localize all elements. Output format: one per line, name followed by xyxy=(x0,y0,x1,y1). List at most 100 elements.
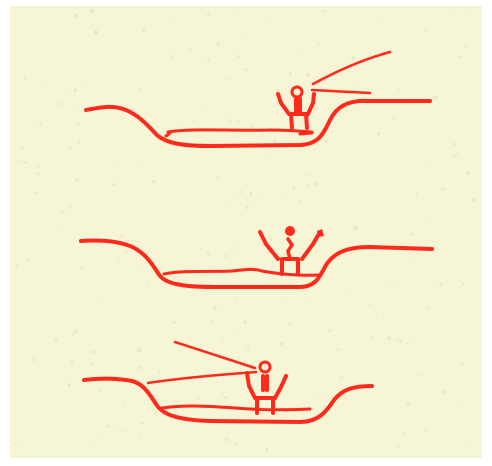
paper-speckle xyxy=(139,435,142,438)
paper-speckle xyxy=(24,77,27,80)
paper-speckle xyxy=(122,118,124,120)
paper-speckle xyxy=(216,176,219,179)
paper-speckle xyxy=(441,187,445,191)
paper-speckle xyxy=(466,171,470,175)
paper-speckle xyxy=(298,200,301,203)
paper-speckle xyxy=(285,302,288,305)
paper-speckle xyxy=(216,41,220,45)
paper-speckle xyxy=(340,247,342,249)
paper-speckle xyxy=(456,153,459,156)
paper-speckle xyxy=(106,425,109,428)
paper-speckle xyxy=(325,140,329,144)
paper-speckle xyxy=(459,55,462,58)
paper-speckle xyxy=(207,60,210,63)
paper-speckle xyxy=(123,401,126,404)
paper-speckle xyxy=(234,331,236,333)
paper-speckle xyxy=(424,29,427,32)
paper-speckle xyxy=(237,13,239,15)
paper-speckle xyxy=(305,73,309,77)
paper-speckle xyxy=(241,258,243,260)
paper-speckle xyxy=(375,317,377,319)
paper-speckle xyxy=(201,108,203,110)
paper-speckle xyxy=(309,300,311,302)
paper-speckle xyxy=(99,389,102,392)
paper-speckle xyxy=(37,173,40,176)
paper-speckle xyxy=(353,80,355,82)
paper-speckle xyxy=(239,191,242,194)
paper-speckle xyxy=(286,191,288,193)
paper-speckle xyxy=(426,215,428,217)
paper-speckle xyxy=(98,301,100,303)
paper-speckle xyxy=(343,309,344,310)
paper-speckle xyxy=(267,156,269,158)
paper-speckle xyxy=(346,293,348,295)
paper-speckle xyxy=(399,276,400,277)
paper-speckle xyxy=(32,357,36,361)
paper-speckle xyxy=(81,267,84,270)
paper-speckle xyxy=(459,238,460,239)
paper-speckle xyxy=(406,342,409,345)
paper-speckle xyxy=(238,120,240,122)
paper-speckle xyxy=(60,210,64,214)
paper-speckle xyxy=(435,344,437,346)
paper-speckle xyxy=(118,428,120,430)
paper-speckle xyxy=(292,187,296,191)
paper-speckle xyxy=(462,406,464,408)
paper-speckle xyxy=(339,376,343,380)
paper-speckle xyxy=(380,20,383,23)
paper-speckle xyxy=(340,16,342,18)
paper-speckle xyxy=(255,108,257,110)
paper-speckle xyxy=(318,43,321,46)
paper-speckle xyxy=(434,365,435,366)
paper-speckle xyxy=(425,162,427,164)
paper-speckle xyxy=(117,165,119,167)
paper-speckle xyxy=(51,73,53,75)
paper-speckle xyxy=(34,191,37,194)
paper-speckle xyxy=(243,320,247,324)
paper-speckle xyxy=(149,64,151,66)
paper-speckle xyxy=(273,139,277,143)
paper-speckle xyxy=(139,88,143,92)
paper-speckle xyxy=(472,198,476,202)
paper-speckle xyxy=(244,67,248,71)
paper-speckle xyxy=(68,93,70,95)
paper-speckle xyxy=(235,194,236,195)
paper-speckle xyxy=(222,392,225,395)
paper-speckle xyxy=(269,237,273,241)
paper-speckle xyxy=(68,383,72,387)
paper-speckle xyxy=(350,152,351,153)
paper-speckle xyxy=(369,303,372,306)
paper-speckle xyxy=(312,426,313,427)
paper-speckle xyxy=(289,323,292,326)
paper-speckle xyxy=(228,120,232,124)
paper-speckle xyxy=(337,348,340,351)
paper-speckle xyxy=(453,143,457,147)
paper-speckle xyxy=(92,446,95,449)
paper-speckle xyxy=(460,363,464,367)
paper-speckle xyxy=(424,430,426,432)
paper-speckle xyxy=(94,30,98,34)
paper-speckle xyxy=(173,321,176,324)
paper-speckle xyxy=(327,422,329,424)
paper-speckle xyxy=(68,147,71,150)
paper-speckle xyxy=(227,78,230,81)
paper-speckle xyxy=(154,411,157,414)
paper-speckle xyxy=(231,205,233,207)
paper-speckle xyxy=(170,55,173,58)
paper-speckle xyxy=(54,338,58,342)
paper-speckle xyxy=(462,283,465,286)
paper-speckle xyxy=(13,225,16,228)
paper-speckle xyxy=(139,366,143,370)
paper-speckle xyxy=(137,434,138,435)
paper-speckle xyxy=(15,265,19,269)
paper-speckle xyxy=(78,140,81,143)
paper-speckle xyxy=(344,396,346,398)
paper-speckle xyxy=(137,348,141,352)
paper-speckle xyxy=(165,236,166,237)
paper-speckle xyxy=(279,342,283,346)
paper-speckle xyxy=(468,12,470,14)
paper-speckle xyxy=(305,174,307,176)
paper-speckle xyxy=(219,234,220,235)
paper-speckle xyxy=(386,192,387,193)
paper-speckle xyxy=(140,421,143,424)
